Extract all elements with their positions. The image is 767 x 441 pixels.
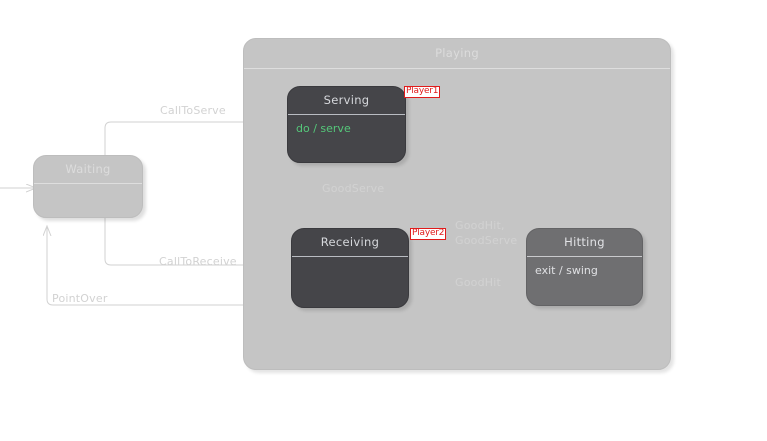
state-serving[interactable]: Serving do / serve [287,86,406,163]
state-serving-title: Serving [323,93,370,107]
edge-label-call-to-receive: CallToReceive [159,255,237,268]
annotation-player2[interactable]: Player2 [410,228,447,241]
state-hitting-divider [527,255,642,257]
state-receiving-body [292,257,408,264]
state-waiting-body [34,184,142,191]
edge-label-call-to-serve: CallToServe [160,104,226,117]
state-waiting-title: Waiting [65,162,111,176]
state-receiving-title: Receiving [320,235,380,249]
edge-label-good-hit-good-serve: GoodHit, GoodServe [455,219,518,247]
state-waiting[interactable]: Waiting [33,155,143,218]
state-waiting-divider [34,182,142,184]
playing-divider [244,67,670,69]
state-hitting-title: Hitting [564,235,605,249]
state-serving-divider [288,113,405,115]
state-hitting[interactable]: Hitting exit / swing [526,228,643,306]
state-receiving-divider [292,255,408,257]
state-serving-body: do / serve [296,121,351,135]
edge-label-good-serve: GoodServe [322,182,385,195]
playing-title: Playing [435,46,479,60]
annotation-player1[interactable]: Player1 [404,86,441,99]
edge-label-good-hit: GoodHit [455,276,502,289]
state-receiving[interactable]: Receiving [291,228,409,308]
state-hitting-body: exit / swing [535,263,598,277]
edge-label-point-over: PointOver [52,292,108,305]
